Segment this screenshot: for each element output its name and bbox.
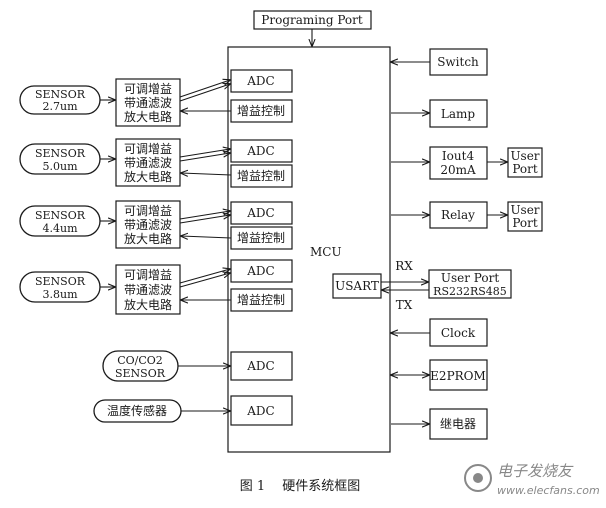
sensor-wavelength: 4.4um [42, 222, 78, 235]
svg-text:ADC: ADC [246, 144, 274, 158]
amplifier-block [115, 200, 181, 249]
sensor-row-2: SENSOR 5.0um 可调增益 带通滤波 放大电路 ADC 增益控制 [19, 138, 293, 188]
svg-text:可调增益: 可调增益 [124, 142, 172, 156]
svg-text:继电器: 继电器 [440, 417, 476, 431]
adc-block [230, 351, 293, 381]
svg-text:Port: Port [512, 162, 538, 176]
elecfans-watermark: 电子发烧友 www.elecfans.com [464, 462, 600, 497]
sensor-row-1: SENSOR 2.7um 可调增益 带通滤波 放大电路 ADC 增益控制 [19, 69, 293, 127]
svg-text:Iout4: Iout4 [442, 149, 475, 163]
svg-text:ADC: ADC [246, 359, 274, 373]
svg-text:可调增益: 可调增益 [124, 204, 172, 218]
svg-text:E2PROM: E2PROM [430, 369, 486, 383]
svg-text:增益控制: 增益控制 [237, 104, 285, 118]
svg-text:SENSOR: SENSOR [115, 367, 166, 380]
switch-block: Switch [391, 48, 488, 76]
tx-label: TX [396, 298, 413, 312]
svg-text:放大电路: 放大电路 [124, 169, 172, 184]
iout-block: Iout4 20mA User Port [391, 146, 543, 180]
svg-text:放大电路: 放大电路 [124, 231, 172, 246]
temp-sensor-row: 温度传感器 ADC [93, 395, 293, 426]
programming-port-block: Programing Port [253, 10, 372, 30]
user-port-block [507, 147, 543, 178]
adc-block [230, 139, 293, 163]
svg-text:可调增益: 可调增益 [124, 82, 172, 96]
lamp-block: Lamp [391, 99, 488, 128]
svg-text:Switch: Switch [437, 55, 479, 69]
svg-text:带通滤波: 带通滤波 [124, 156, 172, 170]
svg-text:User Port: User Port [441, 271, 499, 285]
sensor-wavelength: 2.7um [42, 100, 78, 113]
clock-block: Clock [391, 318, 488, 347]
svg-text:ADC: ADC [246, 74, 274, 88]
relay-block: Relay User Port [391, 201, 543, 232]
adc-block [230, 259, 293, 283]
usart-block: USART [332, 273, 382, 299]
eeprom-block: E2PROM [391, 359, 488, 391]
programming-port-label: Programing Port [261, 13, 363, 27]
gain-control-block [230, 164, 293, 188]
svg-text:可调增益: 可调增益 [124, 268, 172, 282]
sensor-label: SENSOR [35, 209, 86, 222]
sensor-wavelength: 5.0um [42, 160, 78, 173]
svg-text:温度传感器: 温度传感器 [107, 403, 167, 418]
user-port-block [507, 201, 543, 232]
svg-text:电子发烧友: 电子发烧友 [497, 462, 574, 480]
adc-block [230, 69, 293, 93]
svg-text:ADC: ADC [246, 206, 274, 220]
svg-text:Clock: Clock [441, 326, 476, 340]
svg-text:带通滤波: 带通滤波 [124, 283, 172, 297]
svg-text:增益控制: 增益控制 [237, 169, 285, 183]
svg-text:放大电路: 放大电路 [124, 297, 172, 312]
svg-text:ADC: ADC [246, 264, 274, 278]
svg-text:Lamp: Lamp [441, 107, 476, 121]
sensor-label: SENSOR [35, 275, 86, 288]
svg-text:User: User [510, 149, 539, 163]
svg-text:放大电路: 放大电路 [124, 109, 172, 124]
usart-label: USART [335, 279, 379, 293]
svg-text:CO/CO2: CO/CO2 [117, 354, 163, 367]
svg-text:增益控制: 增益控制 [237, 293, 285, 307]
svg-text:www.elecfans.com: www.elecfans.com [497, 484, 600, 497]
sensor-row-3: SENSOR 4.4um 可调增益 带通滤波 放大电路 ADC 增益控制 [19, 200, 293, 250]
sensor-row-4: SENSOR 3.8um 可调增益 带通滤波 放大电路 ADC 增益控制 [19, 259, 293, 315]
sensor-label: SENSOR [35, 147, 86, 160]
svg-text:ADC: ADC [246, 404, 274, 418]
adc-block [230, 201, 293, 225]
svg-text:带通滤波: 带通滤波 [124, 218, 172, 232]
mcu-label: MCU [310, 245, 342, 259]
relay-cn-block: 继电器 [391, 408, 488, 440]
svg-text:带通滤波: 带通滤波 [124, 96, 172, 110]
svg-text:User: User [510, 203, 539, 217]
adc-block [230, 395, 293, 426]
svg-text:RS232RS485: RS232RS485 [433, 285, 507, 298]
svg-text:Port: Port [512, 216, 538, 230]
figure-caption: 图 1 硬件系统框图 [240, 479, 361, 494]
amplifier-block [115, 264, 181, 315]
amplifier-block [115, 78, 181, 127]
svg-text:20mA: 20mA [440, 163, 476, 177]
sensor-wavelength: 3.8um [42, 288, 78, 301]
rs-port-block: User Port RS232RS485 RX TX [381, 259, 512, 312]
amplifier-block [115, 138, 181, 187]
sensor-label: SENSOR [35, 88, 86, 101]
co-sensor-row: CO/CO2 SENSOR ADC [102, 350, 293, 382]
svg-text:Relay: Relay [441, 208, 475, 222]
watermark-logo-icon [464, 464, 492, 492]
svg-text:增益控制: 增益控制 [237, 231, 285, 245]
rx-label: RX [395, 259, 413, 273]
